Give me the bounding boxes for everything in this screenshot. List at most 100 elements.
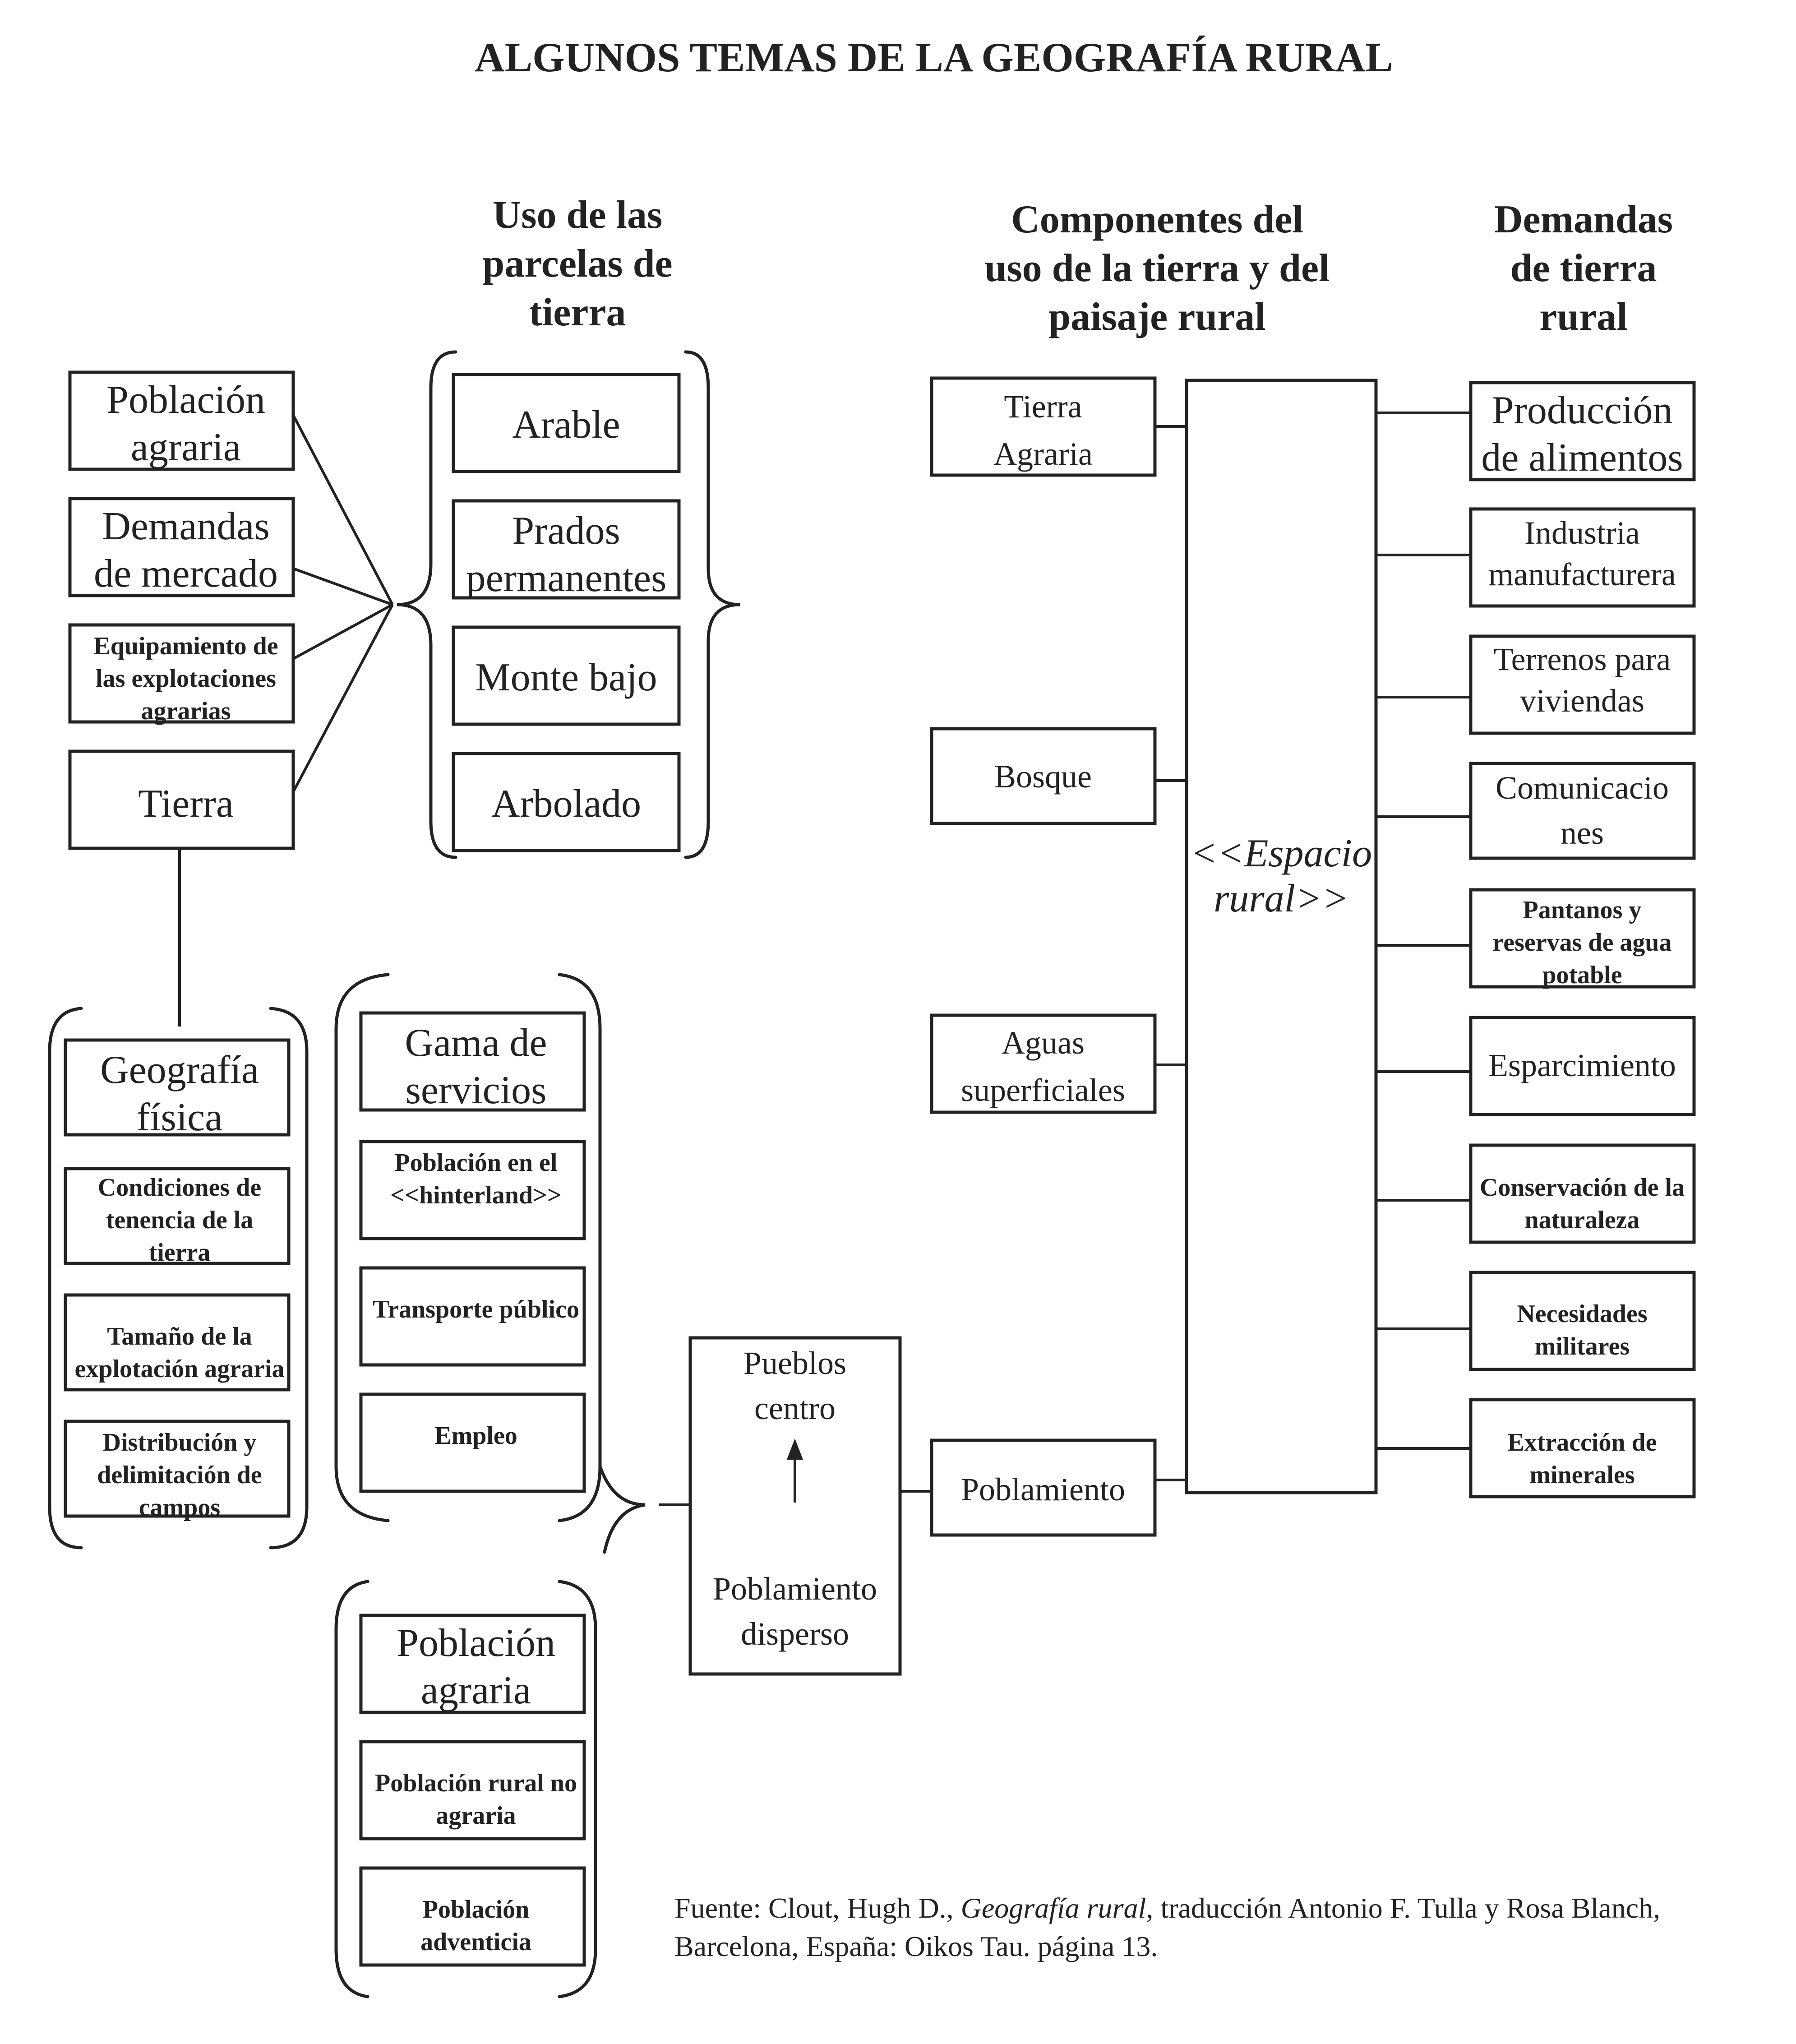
pueblos-disperso-label-line-2: disperso [741,1616,849,1652]
factor-tierra-label: Tierra [138,782,234,826]
comp-bosque-box [930,727,1157,825]
factor-equipamiento-label-line-2: las explotaciones [96,665,276,693]
connector-poblacion-to-uso [292,414,394,606]
servicios-hinterland-label-line-1: Población en el [395,1149,558,1177]
uso-prados-box [452,499,681,600]
factor-tierra-box [68,749,295,850]
servicios-empleo-box [359,1392,586,1493]
source-citation-line2: Barcelona, España: Oikos Tau. página 13. [674,1930,1158,1962]
demanda-pantanos-label-line-3: potable [1542,961,1622,989]
servicios-gama-label-line-1: Gama de [405,1021,547,1065]
espacio-rural-box [1185,379,1378,1494]
poblacion-agraria-label-line-1: Población [397,1621,555,1665]
tierra-distribucion-label-line-2: delimitación de [97,1461,262,1489]
servicios-empleo-label-line-1: Empleo [434,1422,517,1450]
demanda-terrenos-box [1469,634,1696,735]
right-brace-uso-parcelas [684,350,740,859]
demanda-militares-box [1469,1271,1696,1371]
demanda-industria-box [1469,507,1696,608]
connector-demandas-to-uso [292,567,393,606]
poblacion-rural-no-agraria-label-line-1: Población rural no [375,1769,577,1797]
servicios-hinterland-box [359,1140,586,1240]
poblacion-rural-no-agraria-box [359,1740,586,1841]
uso-arable-label-line-1: Arable [512,403,620,447]
header-componentes-line-3: paisaje rural [1048,295,1266,339]
tierra-distribucion-label-line-1: Distribución y [103,1429,257,1457]
servicios-transporte-box [359,1266,586,1367]
factor-poblacion-agraria-box [68,370,295,471]
tierra-tamano-label-line-2: explotación agraria [74,1355,284,1383]
demanda-esparcimiento-label: Esparcimiento [1488,1047,1676,1083]
demanda-pantanos-box [1469,888,1696,989]
header-componentes-line-2: uso de la tierra y del [984,246,1330,290]
espacio-rural-label-line-1: <<Espacio [1191,832,1372,875]
header-componentes: Componentes del uso de la tierra y del pai… [984,198,1330,339]
tierra-geografia-box [64,1038,291,1137]
pueblos-box [688,1336,902,1676]
demanda-industria-label-line-1: Industria [1524,515,1640,551]
tierra-condiciones-label-line-1: Condiciones de [98,1174,262,1202]
demanda-esparcimiento-label-line-1: Esparcimiento [1488,1047,1676,1083]
tierra-distribucion-box [64,1420,291,1518]
tierra-condiciones-box [64,1167,291,1265]
demanda-militares-label-line-2: militares [1535,1332,1630,1360]
demanda-extraccion-label-line-2: minerales [1529,1461,1634,1489]
demanda-terrenos-label-line-2: viviendas [1520,683,1644,719]
factor-poblacion-agraria-label-line-1: Población [106,378,265,422]
demanda-extraccion-label-line-1: Extracción de [1507,1429,1657,1457]
header-demandas-line-1: Demandas [1494,198,1673,241]
demanda-militares-label-line-1: Necesidades [1517,1300,1647,1328]
demanda-conservacion-label-line-1: Conservación de la [1480,1174,1685,1202]
right-bracket-tierra-grupo [269,1007,309,1549]
joining-brace [598,1465,646,1554]
uso-prados-label-line-1: Prados [512,509,620,553]
demanda-militares-label: Necesidades militares [1517,1300,1647,1360]
uso-monte-label: Monte bajo [475,656,657,699]
header-demandas-line-3: rural [1539,295,1628,339]
uso-arbolado-label: Arbolado [491,782,641,826]
comp-aguas-label-line-2: superficiales [961,1072,1125,1108]
pueblos-centro-label-line-1: Pueblos [743,1345,846,1381]
servicios-gama-box [359,1011,586,1112]
demanda-terrenos-label-line-1: Terrenos para [1494,641,1671,677]
pueblos-disperso-label-line-1: Poblamiento [713,1571,877,1607]
tierra-condiciones-label-line-2: tenencia de la [106,1206,254,1234]
factor-demandas-mercado-label-line-2: de mercado [94,552,278,596]
uso-arable-box [452,373,681,473]
demanda-comunicaciones-label-line-1: Comunicacio [1496,770,1669,806]
header-componentes-line-1: Componentes del [1011,198,1303,241]
demanda-produccion-label-line-1: Producción [1492,388,1673,432]
demanda-comunicaciones-label-line-2: nes [1561,815,1604,851]
demanda-esparcimiento-box [1469,1016,1696,1116]
demanda-produccion-box [1469,381,1696,481]
right-bracket-poblacion [558,1580,597,1998]
uso-arbolado-label-line-1: Arbolado [491,782,641,826]
poblacion-agraria-label-line-2: agraria [421,1669,531,1712]
servicios-hinterland-label-line-2: <<hinterland>> [390,1181,562,1209]
uso-prados-label-line-2: permanentes [466,556,667,600]
comp-tierra-agraria-label-line-1: Tierra [1004,388,1082,425]
header-demandas-line-2: de tierra [1510,246,1657,290]
factor-equipamiento-label-line-1: Equipamiento de [93,632,278,660]
tierra-geografia-label-line-1: Geografía [100,1048,259,1092]
demanda-pantanos-label-line-1: Pantanos y [1523,896,1642,924]
factor-equipamiento-box [68,623,295,724]
demanda-produccion-label-line-2: de alimentos [1481,436,1683,480]
demanda-comunicaciones-box [1469,762,1696,860]
